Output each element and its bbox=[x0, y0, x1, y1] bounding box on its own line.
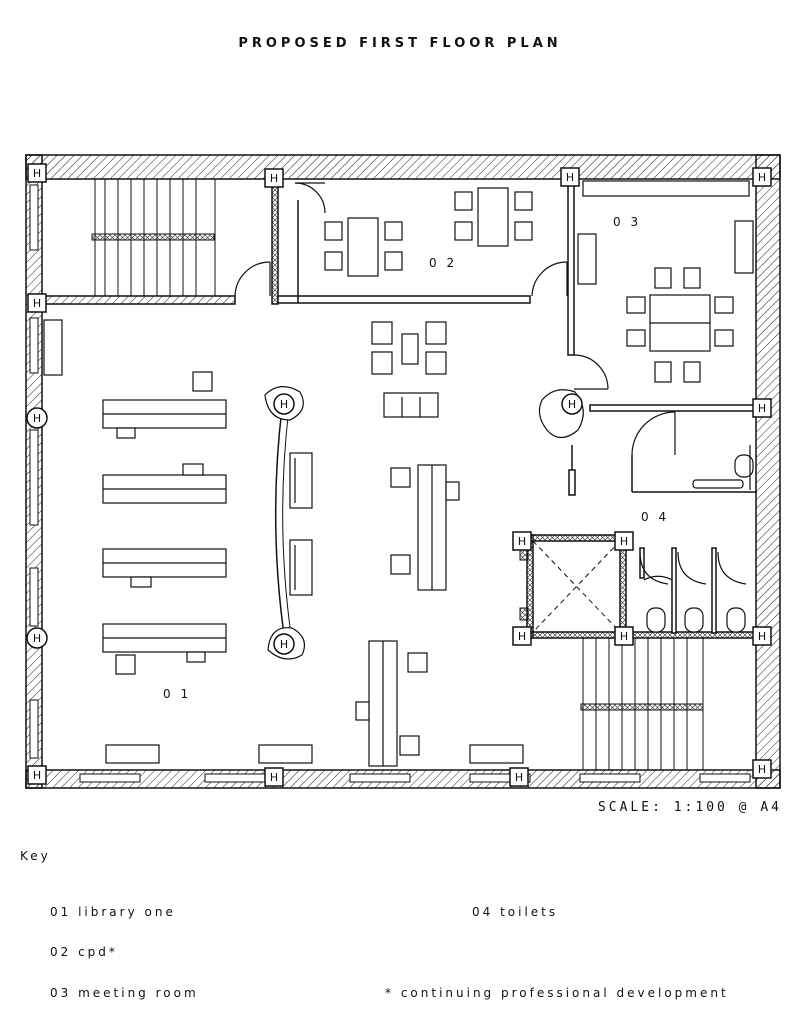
column-marker-box bbox=[512, 531, 532, 551]
interior-walls bbox=[41, 178, 757, 639]
column-marker-label: H bbox=[620, 630, 628, 643]
room-label-01: 0 1 bbox=[163, 687, 191, 701]
toilet-fixtures bbox=[646, 445, 754, 633]
column-marker-box bbox=[264, 168, 284, 188]
column-marker-label: H bbox=[620, 535, 628, 548]
column-marker-label: H bbox=[270, 172, 278, 185]
column-marker-label: H bbox=[518, 535, 526, 548]
doors bbox=[234, 182, 747, 585]
room-label-02: 0 2 bbox=[429, 256, 457, 270]
column-marker-circle bbox=[273, 393, 295, 415]
column-marker-label: H bbox=[33, 167, 41, 180]
staircase-top-left bbox=[91, 178, 216, 297]
column-marker-label: H bbox=[758, 171, 766, 184]
column-marker-label: H bbox=[758, 630, 766, 643]
column-markers: H H H H H H H H H H H H H H H H H H H H bbox=[26, 163, 772, 787]
key-item-02: 02 cpd* bbox=[50, 945, 118, 959]
curved-partition bbox=[274, 407, 286, 643]
column-marker-circle bbox=[273, 633, 295, 655]
key-footnote: * continuing professional development bbox=[385, 986, 729, 1000]
key-item-04: 04 toilets bbox=[472, 905, 559, 919]
column-marker-label: H bbox=[270, 771, 278, 784]
drawing-title: PROPOSED FIRST FLOOR PLAN bbox=[238, 36, 562, 51]
column-marker-label: H bbox=[568, 398, 576, 411]
column-marker-box bbox=[27, 765, 47, 785]
column-marker-label: H bbox=[33, 297, 41, 310]
column-marker-label: H bbox=[758, 402, 766, 415]
lift-door-marker bbox=[519, 607, 529, 621]
library-furniture bbox=[43, 319, 524, 767]
column-marker-circle bbox=[26, 407, 48, 429]
lift-shaft bbox=[532, 540, 621, 633]
column-marker-label: H bbox=[280, 398, 288, 411]
bottom-windows bbox=[79, 773, 751, 783]
column-marker-box bbox=[264, 767, 284, 787]
column-marker-circle bbox=[26, 627, 48, 649]
column-marker-label: H bbox=[515, 771, 523, 784]
column-marker-box bbox=[752, 398, 772, 418]
column-marker-label: H bbox=[758, 763, 766, 776]
column-marker-label: H bbox=[33, 412, 41, 425]
column-marker-circle bbox=[561, 393, 583, 415]
column-marker-label: H bbox=[280, 638, 288, 651]
column-marker-box bbox=[752, 167, 772, 187]
left-windows bbox=[29, 184, 39, 759]
curved-partition-inner bbox=[282, 407, 293, 643]
staircase-bottom-right bbox=[580, 637, 704, 771]
column-marker-box bbox=[752, 626, 772, 646]
room-label-03: 0 3 bbox=[613, 215, 641, 229]
column-marker-box bbox=[512, 626, 532, 646]
room-label-04: 0 4 bbox=[641, 510, 669, 524]
column-marker-box bbox=[509, 767, 529, 787]
column-marker-box bbox=[752, 759, 772, 779]
column-marker-box bbox=[614, 531, 634, 551]
column-marker-label: H bbox=[566, 171, 574, 184]
column-marker-box bbox=[27, 163, 47, 183]
column-marker-label: H bbox=[33, 632, 41, 645]
meeting-room-furniture bbox=[577, 180, 754, 383]
column-marker-box bbox=[27, 293, 47, 313]
column-marker-label: H bbox=[518, 630, 526, 643]
column-marker-box bbox=[614, 626, 634, 646]
key-item-01: 01 library one bbox=[50, 905, 176, 919]
column-marker-box bbox=[560, 167, 580, 187]
key-item-03: 03 meeting room bbox=[50, 986, 199, 1000]
key-heading: Key bbox=[20, 849, 51, 863]
cpd-room-furniture bbox=[324, 187, 533, 277]
column-marker-label: H bbox=[33, 769, 41, 782]
scale-label: SCALE: 1:100 @ A4 bbox=[597, 800, 782, 815]
